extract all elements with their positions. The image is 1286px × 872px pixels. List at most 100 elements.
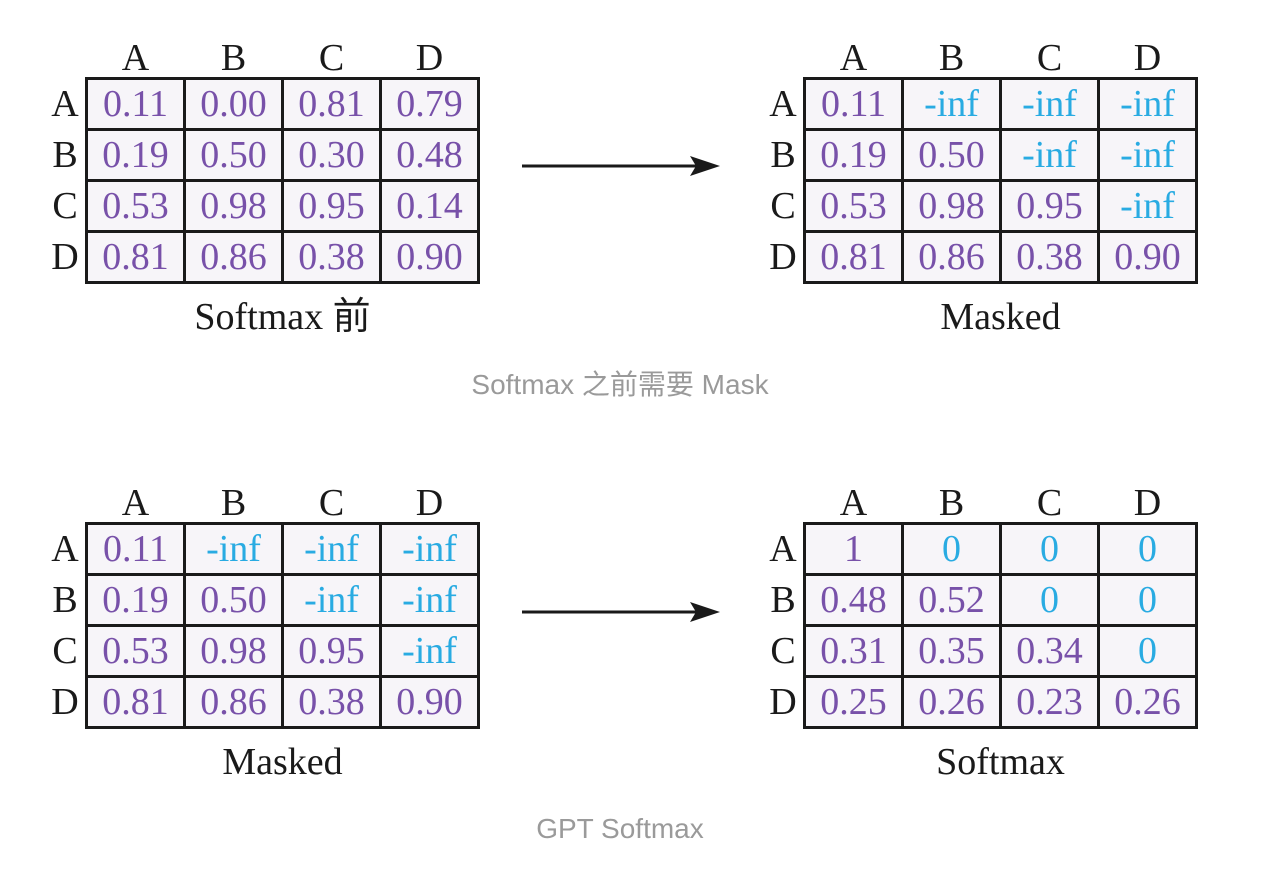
cell-value: 0.79	[396, 83, 463, 125]
cell-value: 0.86	[200, 236, 267, 278]
matrix-cell: 0.53	[85, 624, 186, 678]
matrix-cell: -inf	[281, 573, 382, 627]
cell-value: 0.14	[396, 185, 463, 227]
cell-value: 0.53	[820, 185, 887, 227]
cell-value: 0.11	[102, 528, 169, 570]
matrix-cell: 0.95	[281, 624, 382, 678]
matrix-row: C 0.53 0.98 0.95 -inf	[763, 179, 1198, 233]
row-header: A	[51, 528, 79, 570]
matrix-cell: 0.11	[85, 522, 186, 576]
matrix-cell: 0.25	[803, 675, 904, 729]
matrix-cell: 0.86	[901, 230, 1002, 284]
col-header: A	[839, 482, 868, 524]
matrix-row: B 0.48 0.52 0 0	[763, 573, 1198, 627]
row-header: B	[770, 579, 796, 621]
cell-value: 0.38	[1016, 236, 1083, 278]
cell-value-masked: 0	[1138, 630, 1157, 672]
cell-value: 0.81	[102, 236, 169, 278]
col-header: C	[1036, 37, 1063, 79]
matrix-cell: 0	[999, 573, 1100, 627]
matrix-group-before-softmax: A B C D A 0.11 0.00 0.81 0.79 B 0.19 0.5…	[45, 30, 480, 336]
matrix-cell: 0.86	[183, 230, 284, 284]
cell-value: 0.90	[1114, 236, 1181, 278]
col-header: D	[415, 482, 444, 524]
col-header: D	[415, 37, 444, 79]
matrix-cell: 0.34	[999, 624, 1100, 678]
matrix-cell: -inf	[999, 128, 1100, 182]
matrix-cell: -inf	[379, 573, 480, 627]
cell-value-masked: -inf	[304, 528, 359, 570]
cell-value: 0.19	[102, 579, 169, 621]
matrix-row: C 0.53 0.98 0.95 -inf	[45, 624, 480, 678]
cell-value: 0.38	[298, 681, 365, 723]
matrix-cell: 0.81	[281, 77, 382, 131]
matrix-cell: 0.19	[85, 573, 186, 627]
matrix-cell: 0.52	[901, 573, 1002, 627]
cell-value: 0.86	[200, 681, 267, 723]
matrix-row: A 0.11 -inf -inf -inf	[763, 77, 1198, 131]
matrix-table: A B C D A 0.11 -inf -inf -inf B 0.19 0.5…	[45, 475, 480, 729]
cell-value: 0.23	[1016, 681, 1083, 723]
matrix-cell: 0.81	[85, 675, 186, 729]
cell-value: 0.52	[918, 579, 985, 621]
cell-value-masked: -inf	[1120, 134, 1175, 176]
cell-value: 0.95	[1016, 185, 1083, 227]
matrix-cell: 0.50	[901, 128, 1002, 182]
col-header: A	[121, 37, 150, 79]
cell-value-masked: 0	[1040, 528, 1059, 570]
row-header: B	[52, 579, 78, 621]
matrix-cell: 0.50	[183, 573, 284, 627]
cell-value: 0.95	[298, 185, 365, 227]
cell-value: 0.81	[820, 236, 887, 278]
step2-caption: GPT Softmax	[536, 813, 704, 844]
matrix-cell: -inf	[379, 624, 480, 678]
cell-value: 0.50	[918, 134, 985, 176]
matrix-cell: 0.53	[85, 179, 186, 233]
matrix-cell: 0.81	[85, 230, 186, 284]
matrix-cell: 0.79	[379, 77, 480, 131]
matrix-group-masked-top: A B C D A 0.11 -inf -inf -inf B 0.19 0.5…	[763, 30, 1198, 336]
cell-value-masked: 0	[942, 528, 961, 570]
row-header: C	[52, 185, 78, 227]
cell-value-masked: -inf	[1022, 83, 1077, 125]
matrix-header-row: A B C D	[45, 30, 479, 79]
matrix-cell: 0.98	[183, 179, 284, 233]
cell-value: 0.81	[298, 83, 365, 125]
row-header: A	[51, 83, 79, 125]
matrix-row: D 0.81 0.86 0.38 0.90	[45, 675, 480, 729]
cell-value-masked: -inf	[402, 579, 457, 621]
cell-value: 0.98	[200, 185, 267, 227]
col-header: B	[938, 482, 965, 524]
matrix-cell: -inf	[1097, 179, 1198, 233]
row-header: B	[770, 134, 796, 176]
matrix-cell: 0.38	[281, 230, 382, 284]
cell-value-masked: 0	[1138, 528, 1157, 570]
matrix-header-row: A B C D	[45, 475, 479, 524]
matrix-label: Masked	[222, 741, 343, 783]
matrix-cell: 0.30	[281, 128, 382, 182]
matrix-header-row: A B C D	[763, 30, 1197, 79]
row-header: D	[769, 236, 797, 278]
cell-value: 0.11	[102, 83, 169, 125]
row-header: D	[51, 236, 79, 278]
matrix-cell: 0.11	[803, 77, 904, 131]
cell-value: 0.48	[396, 134, 463, 176]
matrix-cell: 0.48	[379, 128, 480, 182]
cell-value-masked: -inf	[1120, 185, 1175, 227]
matrix-cell: 0.86	[183, 675, 284, 729]
matrix-row: A 0.11 0.00 0.81 0.79	[45, 77, 480, 131]
step1-caption: Softmax 之前需要 Mask	[471, 369, 769, 400]
matrix-row: A 0.11 -inf -inf -inf	[45, 522, 480, 576]
col-header: A	[839, 37, 868, 79]
col-header: C	[318, 37, 345, 79]
cell-value-masked: -inf	[402, 528, 457, 570]
matrix-cell: 0.81	[803, 230, 904, 284]
cell-value: 0.26	[918, 681, 985, 723]
col-header: D	[1133, 37, 1162, 79]
matrix-cell: 0	[901, 522, 1002, 576]
cell-value: 0.38	[298, 236, 365, 278]
matrix-cell: 0.31	[803, 624, 904, 678]
matrix-group-softmax: A B C D A 1 0 0 0 B 0.48 0.52 0 0 C 0.	[763, 475, 1198, 781]
matrix-row: D 0.25 0.26 0.23 0.26	[763, 675, 1198, 729]
cell-value: 0.26	[1114, 681, 1181, 723]
